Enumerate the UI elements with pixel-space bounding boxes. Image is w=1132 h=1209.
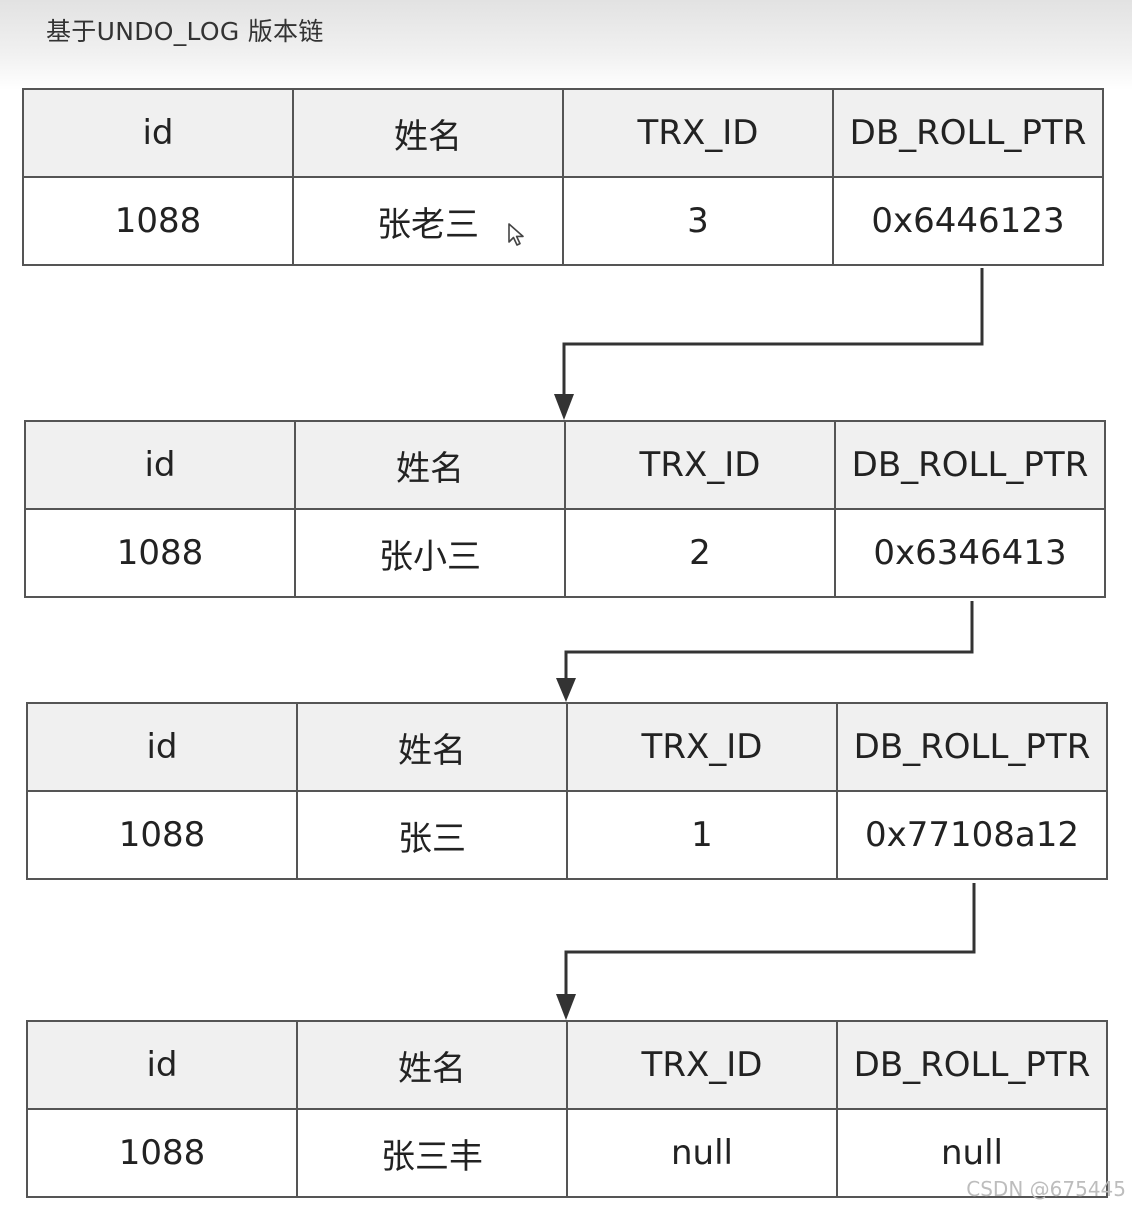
version-table-2: id 姓名 TRX_ID DB_ROLL_PTR 1088 张小三 2 0x63… bbox=[24, 420, 1106, 598]
table-header-row: id 姓名 TRX_ID DB_ROLL_PTR bbox=[26, 702, 1108, 792]
arrow-connector-3 bbox=[564, 883, 976, 996]
cell-trx-id: 2 bbox=[564, 508, 836, 598]
header-id: id bbox=[26, 702, 298, 792]
header-db-roll-ptr: DB_ROLL_PTR bbox=[832, 88, 1104, 178]
version-table-4: id 姓名 TRX_ID DB_ROLL_PTR 1088 张三丰 null n… bbox=[26, 1020, 1108, 1198]
table-row: 1088 张老三 3 0x6446123 bbox=[22, 176, 1104, 266]
table-header-row: id 姓名 TRX_ID DB_ROLL_PTR bbox=[24, 420, 1106, 510]
cell-db-roll-ptr: 0x6346413 bbox=[834, 508, 1106, 598]
cell-db-roll-ptr: 0x77108a12 bbox=[836, 790, 1108, 880]
header-name: 姓名 bbox=[292, 88, 564, 178]
cell-trx-id: 1 bbox=[566, 790, 838, 880]
header-trx-id: TRX_ID bbox=[562, 88, 834, 178]
table-row: 1088 张三 1 0x77108a12 bbox=[26, 790, 1108, 880]
header-name: 姓名 bbox=[294, 420, 566, 510]
arrow-down-icon bbox=[556, 678, 576, 702]
cell-db-roll-ptr: null bbox=[836, 1108, 1108, 1198]
arrow-down-icon bbox=[556, 994, 576, 1020]
watermark: CSDN @675445 bbox=[966, 1177, 1126, 1201]
cell-trx-id: null bbox=[566, 1108, 838, 1198]
header-trx-id: TRX_ID bbox=[566, 1020, 838, 1110]
arrow-down-icon bbox=[554, 394, 574, 420]
arrow-connector-1 bbox=[562, 268, 984, 396]
cell-name: 张三丰 bbox=[296, 1108, 568, 1198]
header-db-roll-ptr: DB_ROLL_PTR bbox=[834, 420, 1106, 510]
header-id: id bbox=[24, 420, 296, 510]
cell-name: 张三 bbox=[296, 790, 568, 880]
table-header-row: id 姓名 TRX_ID DB_ROLL_PTR bbox=[22, 88, 1104, 178]
header-trx-id: TRX_ID bbox=[564, 420, 836, 510]
mouse-pointer-icon bbox=[508, 223, 524, 246]
header-id: id bbox=[22, 88, 294, 178]
header-name: 姓名 bbox=[296, 702, 568, 792]
cell-id: 1088 bbox=[26, 1108, 298, 1198]
cell-id: 1088 bbox=[26, 790, 298, 880]
header-name: 姓名 bbox=[296, 1020, 568, 1110]
table-row: 1088 张三丰 null null bbox=[26, 1108, 1108, 1198]
arrow-connector-2 bbox=[564, 601, 974, 680]
table-row: 1088 张小三 2 0x6346413 bbox=[24, 508, 1106, 598]
diagram-title: 基于UNDO_LOG 版本链 bbox=[46, 17, 324, 46]
cell-id: 1088 bbox=[22, 176, 294, 266]
header-db-roll-ptr: DB_ROLL_PTR bbox=[836, 1020, 1108, 1110]
cell-name: 张老三 bbox=[292, 176, 564, 266]
table-header-row: id 姓名 TRX_ID DB_ROLL_PTR bbox=[26, 1020, 1108, 1110]
version-table-1: id 姓名 TRX_ID DB_ROLL_PTR 1088 张老三 3 0x64… bbox=[22, 88, 1104, 266]
header-trx-id: TRX_ID bbox=[566, 702, 838, 792]
cell-trx-id: 3 bbox=[562, 176, 834, 266]
cell-name: 张小三 bbox=[294, 508, 566, 598]
cell-db-roll-ptr: 0x6446123 bbox=[832, 176, 1104, 266]
header-db-roll-ptr: DB_ROLL_PTR bbox=[836, 702, 1108, 792]
version-table-3: id 姓名 TRX_ID DB_ROLL_PTR 1088 张三 1 0x771… bbox=[26, 702, 1108, 880]
header-id: id bbox=[26, 1020, 298, 1110]
cell-id: 1088 bbox=[24, 508, 296, 598]
